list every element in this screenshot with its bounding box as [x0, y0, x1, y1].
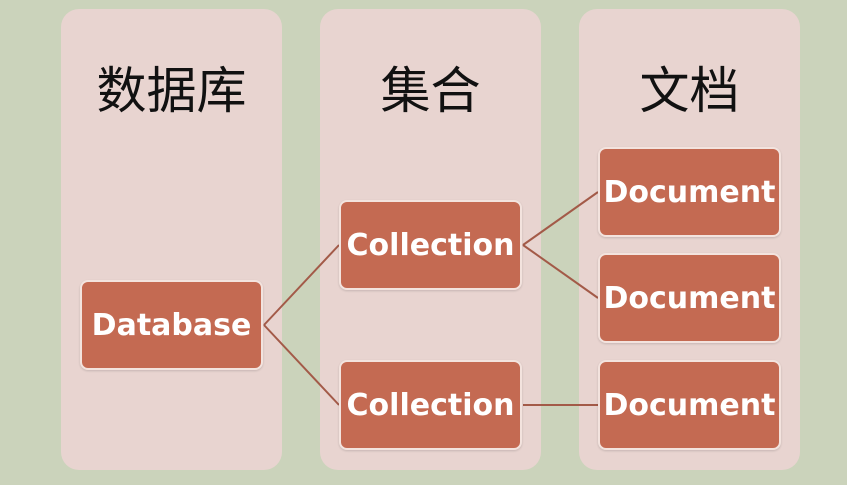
database-column: 数据库: [61, 9, 282, 470]
connector-collection-1-document-1: [522, 191, 599, 246]
document-node-2: Document: [598, 253, 781, 343]
collection-column-title: 集合: [380, 62, 481, 120]
document-node-3: Document: [598, 360, 781, 450]
document-column-title: 文档: [639, 62, 740, 120]
database-node: Database: [80, 280, 263, 370]
collection-node-1: Collection: [339, 200, 522, 290]
connector-database-collection-1: [263, 244, 340, 326]
document-node-1: Document: [598, 147, 781, 237]
connector-database-collection-2: [263, 324, 340, 406]
database-column-title: 数据库: [96, 62, 247, 120]
collection-node-2: Collection: [339, 360, 522, 450]
connector-collection-1-document-2: [522, 244, 599, 299]
